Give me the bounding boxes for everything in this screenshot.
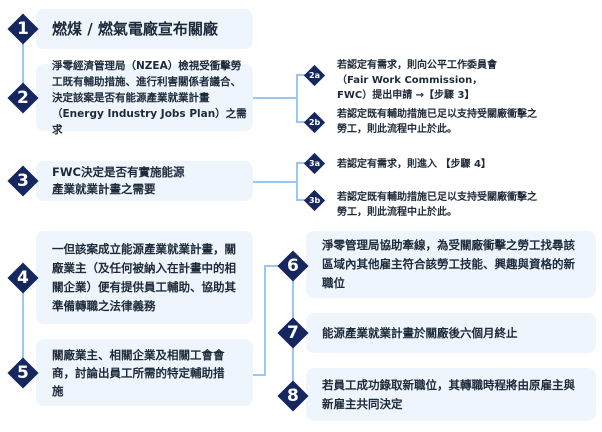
connector-5-6-h: [253, 374, 266, 376]
step-2-text: 淨零經濟管理局（NZEA）檢視受衝擊勞工既有輔助措施、進行利害關係者議合、決定該…: [52, 59, 247, 136]
branch-2a-text: 若認定有需求，則向公平工作委員會（Fair Work Commission，FW…: [337, 60, 497, 101]
step-8-badge: 8: [277, 380, 309, 412]
step-7-badge: 7: [277, 317, 309, 349]
branch-3b-badge: 3b: [303, 189, 326, 212]
step-6-box: 淨零管理局協助牽線，為受關廠衝擊之勞工找尋該區域內其他雇主符合該勞工技能、興趣與…: [306, 231, 596, 298]
step-8-text: 若員工成功錄取新職位，其轉職時程將由原雇主與新雇主共同決定: [322, 377, 575, 411]
step-2-box: 淨零經濟管理局（NZEA）檢視受衝擊勞工既有輔助措施、進行利害關係者議合、決定該…: [36, 60, 253, 136]
step-3-box: FWC決定是否有實施能源產業就業計畫之需要: [36, 161, 253, 201]
step-1-text: 燃煤 / 燃氣電廠宣布關廠: [52, 19, 218, 38]
step-7-box: 能源產業就業計畫於關廠後六個月終止: [306, 313, 596, 353]
step-4-box: 一但該案成立能源產業就業計畫，關廠業主（及任何被納入在計畫中的相關企業）便有提供…: [36, 231, 253, 324]
step-2-badge: 2: [7, 82, 39, 114]
step-3-badge: 3: [7, 165, 39, 197]
step-3-text: FWC決定是否有實施能源產業就業計畫之需要: [52, 165, 185, 196]
step-4-text: 一但該案成立能源產業就業計畫，關廠業主（及任何被納入在計畫中的相關企業）便有提供…: [52, 241, 236, 313]
branch-2b-badge: 2b: [303, 111, 326, 134]
step-1-badge: 1: [7, 13, 39, 45]
step-6-badge: 6: [277, 250, 309, 282]
branch-2b-text: 若認定既有輔助措施已足以支持受關廠衝擊之勞工，則此流程中止於此。: [337, 109, 537, 135]
step-8-box: 若員工成功錄取新職位，其轉職時程將由原雇主與新雇主共同決定: [306, 368, 596, 421]
connector-2-branch: [253, 97, 297, 99]
step-5-box: 關廠業主、相關企業及相關工會會商，討論出員工所需的特定輔助措施: [36, 339, 253, 406]
step-7-text: 能源產業就業計畫於關廠後六個月終止: [322, 325, 518, 340]
step-6-text: 淨零管理局協助牽線，為受關廠衝擊之勞工找尋該區域內其他雇主符合該勞工技能、興趣與…: [322, 238, 575, 290]
connector-5-6-v: [264, 265, 266, 376]
branch-3a-badge: 3a: [303, 152, 326, 175]
step-5-text: 關廠業主、相關企業及相關工會會商，討論出員工所需的特定輔助措施: [52, 347, 225, 398]
branch-3a-text: 若認定有需求，則進入 【步驟 4】: [337, 159, 491, 170]
connector-2-branch-v: [296, 75, 298, 122]
step-5-badge: 5: [7, 357, 39, 389]
branch-3b-text: 若認定既有輔助措施已足以支持受關廠衝擊之勞工，則此流程中止於此。: [337, 192, 537, 218]
branch-2a-badge: 2a: [303, 64, 326, 87]
step-4-badge: 4: [7, 262, 39, 294]
connector-3-branch-v: [296, 163, 298, 200]
connector-3-branch: [253, 181, 297, 183]
connector-4-5: [22, 278, 24, 373]
connector-1-2: [22, 29, 24, 98]
step-1-box: 燃煤 / 燃氣電廠宣布關廠: [36, 9, 253, 49]
